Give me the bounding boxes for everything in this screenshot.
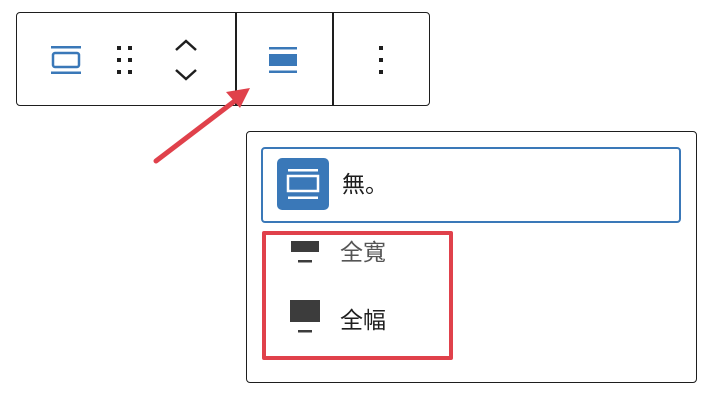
align-none-icon xyxy=(277,158,329,210)
align-button[interactable] xyxy=(268,45,298,75)
menu-item-align-full[interactable]: 全幅 xyxy=(261,290,681,352)
more-options-button[interactable] xyxy=(377,44,385,76)
toolbar-divider xyxy=(235,13,237,105)
move-down-button[interactable] xyxy=(174,67,198,83)
move-up-icon xyxy=(175,39,197,51)
more-options-icon xyxy=(379,46,383,74)
menu-item-label: 無。 xyxy=(342,172,388,198)
menu-item-align-wide[interactable]: 全寬 xyxy=(261,222,681,284)
menu-item-label: 全幅 xyxy=(340,308,386,334)
align-none-icon xyxy=(269,47,297,73)
toolbar-divider xyxy=(332,13,334,105)
align-full-icon xyxy=(289,298,321,334)
drag-handle-icon xyxy=(117,46,132,74)
alignment-menu: 無。 全寬 全幅 xyxy=(246,131,697,383)
align-wide-icon xyxy=(289,230,321,264)
block-toolbar xyxy=(16,12,430,106)
block-type-icon xyxy=(51,46,81,74)
menu-item-label: 全寬 xyxy=(340,240,386,266)
move-down-icon xyxy=(175,69,197,81)
menu-item-align-none[interactable]: 無。 xyxy=(261,147,681,223)
block-type-button[interactable] xyxy=(49,43,83,77)
move-up-button[interactable] xyxy=(174,37,198,53)
drag-handle[interactable] xyxy=(115,44,135,76)
